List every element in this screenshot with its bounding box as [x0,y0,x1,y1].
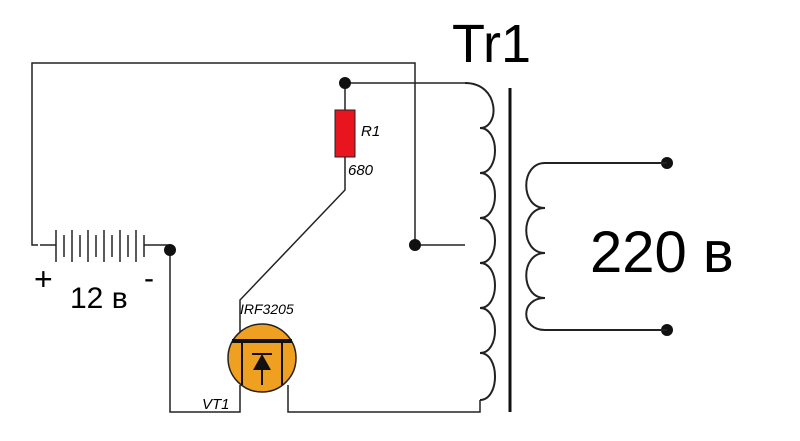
wire-resistor-gate [239,157,346,336]
resistor-r1 [334,109,356,158]
wire-top-loop [31,62,416,246]
junction-top [339,77,351,89]
transformer-label: Tr1 [452,14,531,74]
junction-battery-minus [164,244,176,256]
resistor-ref-label: R1 [361,123,380,140]
secondary-winding [525,162,667,331]
battery-symbol [40,230,152,262]
wire-drain-coil [287,385,481,413]
output-voltage-label: 220 в [590,220,734,285]
junction-center-tap [409,239,421,251]
resistor-value-label: 680 [348,162,374,179]
transistor-part-label: IRF3205 [240,301,294,317]
battery-minus-label: - [144,262,154,295]
transistor-ref-label: VT1 [202,396,230,413]
primary-winding [464,82,496,401]
battery-plus-label: + [34,261,53,297]
wire-minus-source [169,250,241,413]
battery-voltage-label: 12 в [70,282,128,315]
mosfet-vt1 [227,323,297,393]
